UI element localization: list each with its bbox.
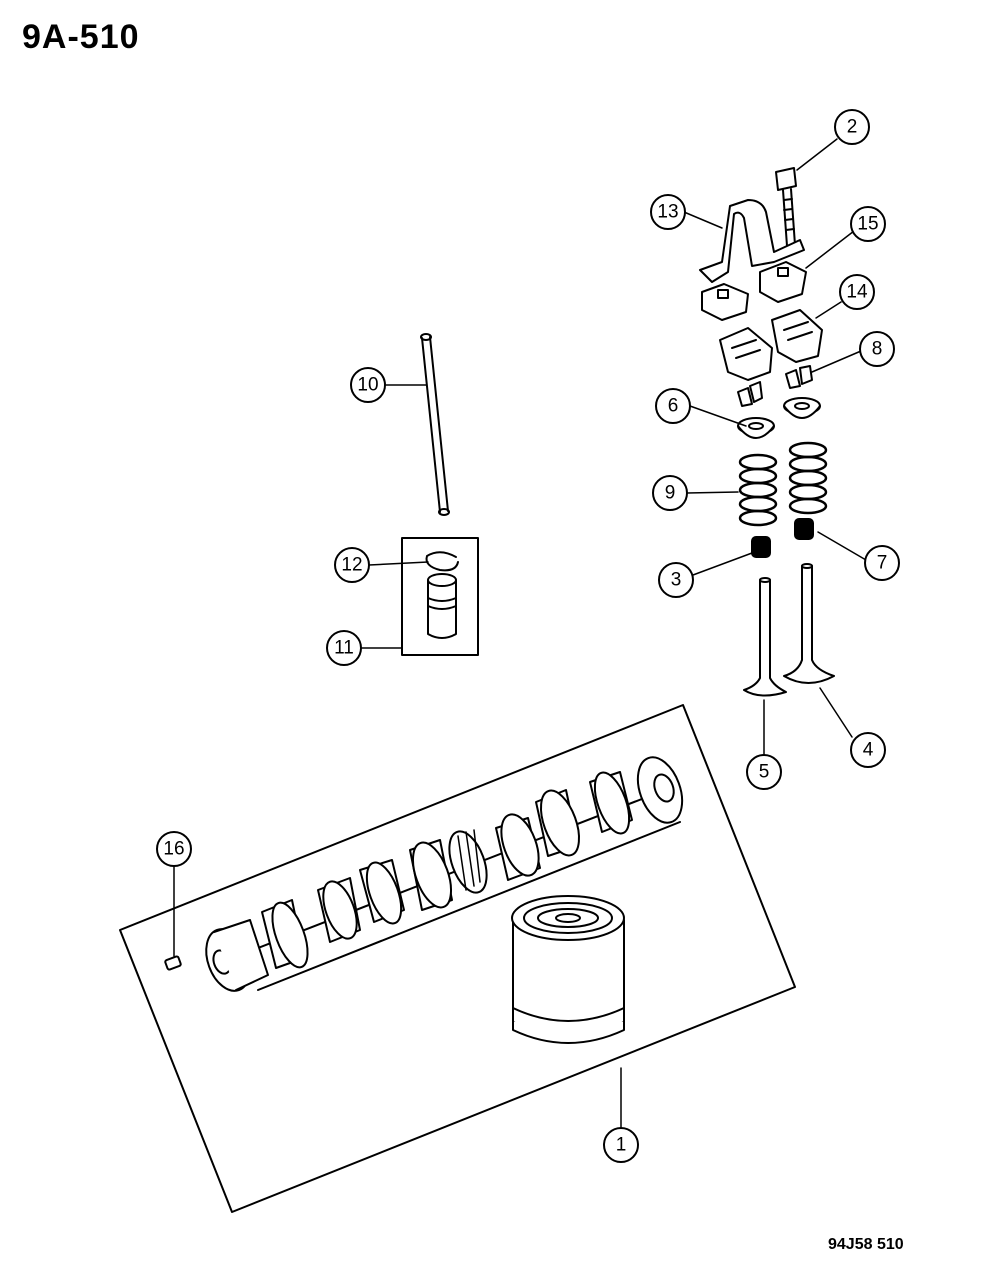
callout-2-label: 2 <box>847 117 858 138</box>
callout-8: 8 <box>859 331 895 367</box>
hydraulic-lifter <box>427 573 457 639</box>
valve-seal-right <box>794 518 814 540</box>
callout-16: 16 <box>156 831 192 867</box>
lifter-kit-box <box>401 537 479 656</box>
intake-valve <box>743 577 787 697</box>
spring-retainer-left <box>737 417 775 439</box>
callout-9-label: 9 <box>665 483 676 504</box>
callout-6: 6 <box>655 388 691 424</box>
callout-3: 3 <box>658 562 694 598</box>
callout-7: 7 <box>864 545 900 581</box>
valve-spring-left <box>738 453 778 527</box>
callouts: 1 2 3 4 5 6 7 8 9 10 11 12 13 14 15 16 <box>156 109 900 1163</box>
rocker-bolt <box>775 167 797 247</box>
callout-14: 14 <box>839 274 875 310</box>
callout-5-label: 5 <box>759 762 770 783</box>
valve-spring-right <box>788 441 828 515</box>
callout-13: 13 <box>650 194 686 230</box>
exhaust-valve <box>783 563 835 684</box>
callout-13-label: 13 <box>657 202 678 223</box>
spring-retainer-right <box>783 397 821 419</box>
page-code: 9A-510 <box>22 18 140 56</box>
rocker-arm-right <box>771 309 823 363</box>
callout-11: 11 <box>326 630 362 666</box>
rocker-pivot-left <box>701 283 749 321</box>
valve-seal-left <box>751 536 771 558</box>
callout-9: 9 <box>652 475 688 511</box>
callout-5: 5 <box>746 754 782 790</box>
rocker-arm-left <box>719 327 773 381</box>
callout-1: 1 <box>603 1127 639 1163</box>
callout-4: 4 <box>850 732 886 768</box>
callout-15: 15 <box>850 206 886 242</box>
valve-locks-left <box>737 381 763 407</box>
callout-8-label: 8 <box>872 339 883 360</box>
callout-15-label: 15 <box>857 214 878 235</box>
leader-lines <box>173 138 867 1128</box>
callout-3-label: 3 <box>671 570 682 591</box>
rocker-bridge <box>699 199 805 283</box>
reference-code: 94J58 510 <box>828 1236 904 1253</box>
callout-1-label: 1 <box>616 1135 627 1156</box>
camshaft-key <box>164 955 182 971</box>
callout-4-label: 4 <box>863 740 874 761</box>
callout-12: 12 <box>334 547 370 583</box>
camshaft <box>205 756 684 992</box>
callout-10: 10 <box>350 367 386 403</box>
valve-locks-right <box>785 365 813 389</box>
callout-2: 2 <box>834 109 870 145</box>
callout-6-label: 6 <box>668 396 679 417</box>
camshaft-kit-panel <box>119 704 796 1213</box>
callout-12-label: 12 <box>341 555 362 576</box>
callout-7-label: 7 <box>877 553 888 574</box>
pushrod <box>420 333 450 516</box>
lubricant-can <box>511 895 625 1044</box>
callout-10-label: 10 <box>357 375 378 396</box>
lifter-retainer-clip <box>425 551 459 572</box>
callout-14-label: 14 <box>846 282 868 303</box>
callout-11-label: 11 <box>334 638 354 659</box>
rocker-pivot-right <box>759 261 807 303</box>
callout-16-label: 16 <box>163 839 184 860</box>
